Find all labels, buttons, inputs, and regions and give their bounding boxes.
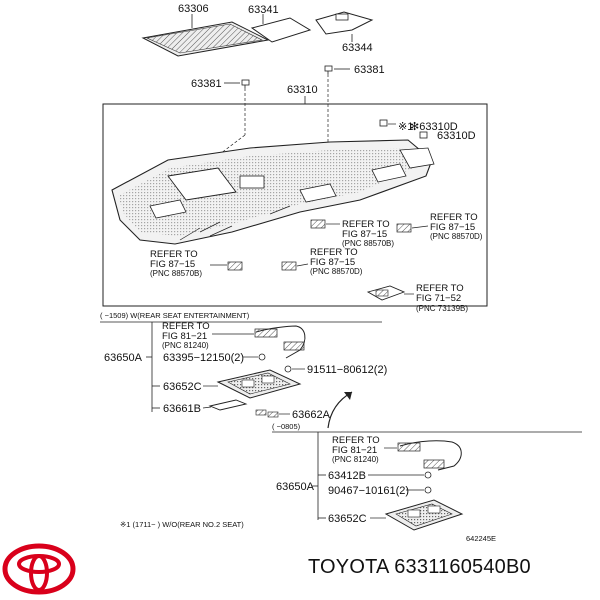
ref1-line3: (PNC 88570B) [342,239,394,248]
ref1-line2: FIG 87−15 [342,229,387,240]
part-63381b-label: 63381 [354,64,385,76]
ref6-line1: REFER TO [162,321,210,332]
part-63652c-2-label: 63652C [328,513,367,525]
part-91511-label: 91511−80612(2) [307,364,387,376]
vent-piece-2-drawing [396,223,412,233]
ref3-line1: REFER TO [150,249,198,260]
part-63395-label: 63395−12150(2) [163,352,244,364]
headliner-frame [102,103,488,307]
part-63310d-2-label: 63310D [437,130,476,142]
ref5-line1: REFER TO [416,283,464,294]
ref3-line2: FIG 87−15 [150,259,195,270]
ref1-line1: REFER TO [342,219,390,230]
clip-b-drawing [324,65,333,74]
part-63650a-1-label: 63650A [104,352,143,364]
part-63310d-1-label: ✻63310D [410,121,458,133]
vent-piece-1-drawing [310,219,326,229]
ref6-line2: FIG 81−21 [162,331,207,342]
group1-note: ( −1509) W(REAR SEAT ENTERTAINMENT) [100,311,250,320]
ref3-line3: (PNC 88570B) [150,269,202,278]
ref6-line3: (PNC 81240) [162,341,209,350]
ref5-line2: FIG 71−52 [416,293,461,304]
ref2-line2: FIG 87−15 [430,222,475,233]
ref2-line1: REFER TO [430,212,478,223]
part-63341-label: 63341 [248,4,279,16]
part-63344-label: 63344 [342,42,373,54]
part-63661b-label: 63661B [163,403,201,415]
ref7-line1: REFER TO [332,435,380,446]
clip-63310d-2-drawing [419,131,428,139]
part-number-caption: TOYOTA 6331160540B0 [308,556,531,578]
part-63650a-2-label: 63650A [276,481,315,493]
cutout-pad-drawing [315,11,374,35]
vent-piece-3-drawing [227,261,243,271]
figure-code: 642245E [466,534,496,543]
ref4-line1: REFER TO [310,247,358,258]
harness-2-drawing [397,440,462,471]
small-lens-drawing [255,409,279,418]
headliner-drawing [111,139,435,245]
pad-drawing [250,17,312,43]
harness-1-drawing [254,325,306,359]
clip-63310d-1-drawing [379,119,388,127]
note-marker-1: ※1 [398,121,413,133]
part-63662a-label: 63662A [292,409,331,421]
vent-piece-4-drawing [281,261,297,271]
bracket-73139b-drawing [366,285,406,301]
toyota-logo [2,543,76,595]
lamp-housing-1-drawing [216,369,302,399]
part-63381a-label: 63381 [191,78,222,90]
ref5-line3: (PNC 73139B) [416,304,468,313]
ref7-line2: FIG 81−21 [332,445,377,456]
group2-note: ( −0805) [272,422,301,431]
lens-cover-drawing [208,399,248,411]
clip-a-drawing [241,79,250,88]
part-63310-label: 63310 [287,84,318,96]
ref7-line3: (PNC 81240) [332,455,379,464]
ref2-line3: (PNC 88570D) [430,232,483,241]
lamp-housing-2-drawing [384,499,464,531]
ref4-line3: (PNC 88570D) [310,267,363,276]
footnote: ※1 (1711− ) W/O(REAR NO.2 SEAT) [120,520,244,529]
ref4-line2: FIG 87−15 [310,257,355,268]
part-63306-label: 63306 [178,3,209,15]
sunshade-panel-drawing [141,21,270,57]
part-63412b-label: 63412B [328,470,366,482]
part-63652c-1-label: 63652C [163,381,202,393]
part-90467-label: 90467−10161(2) [328,485,409,497]
